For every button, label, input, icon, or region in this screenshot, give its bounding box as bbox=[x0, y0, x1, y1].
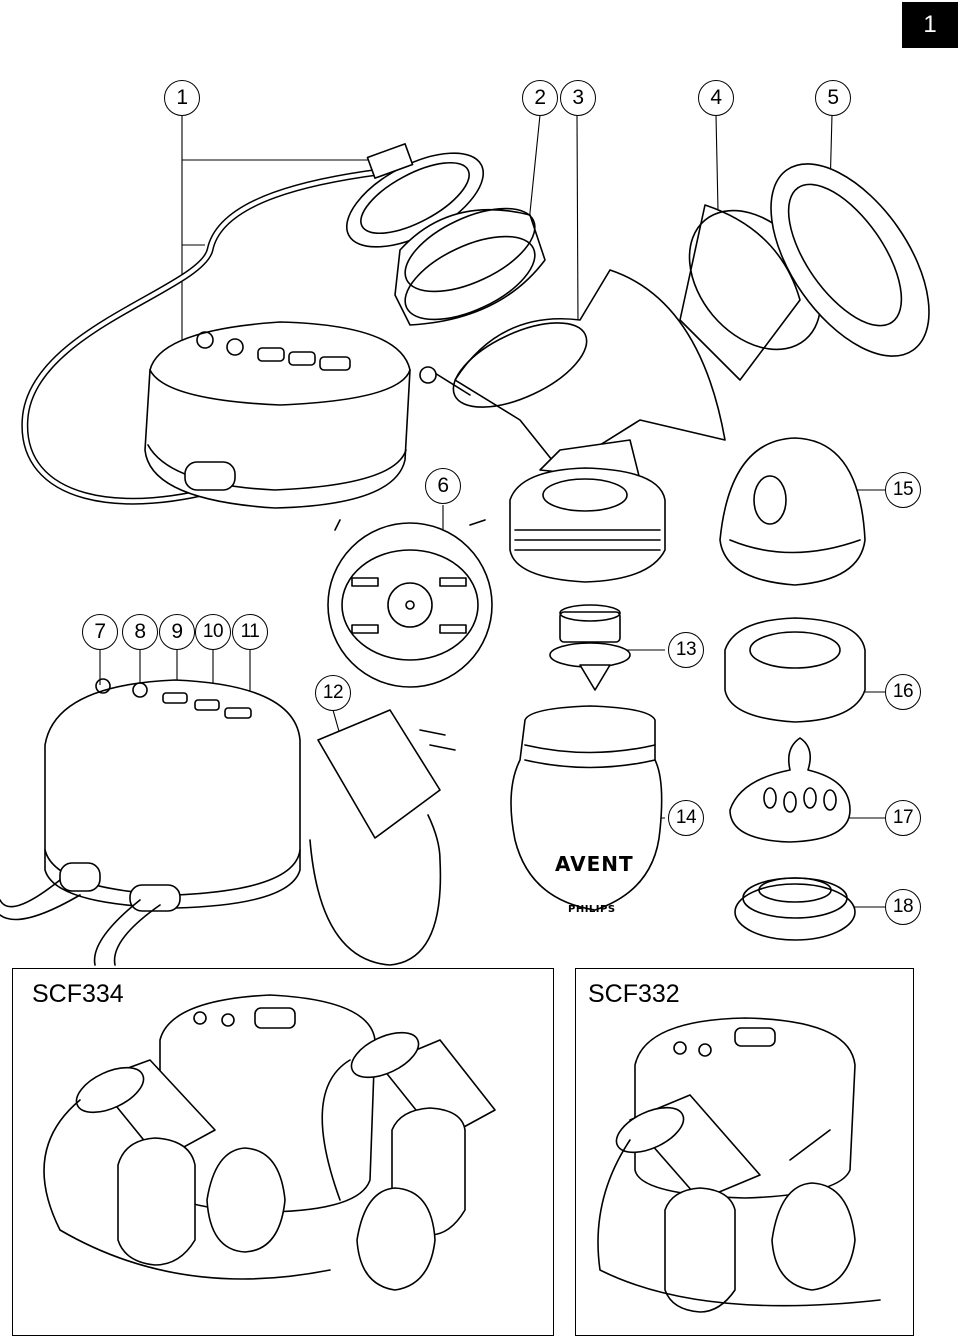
scf334-label: SCF334 bbox=[32, 980, 124, 1008]
massage-cushion bbox=[770, 163, 930, 357]
power-adapter bbox=[309, 709, 456, 966]
callout-15: 15 bbox=[885, 472, 921, 508]
callout-18: 18 bbox=[885, 889, 921, 925]
callout-13: 13 bbox=[668, 632, 704, 668]
callout-1: 1 bbox=[164, 80, 200, 116]
callout-16: 16 bbox=[885, 674, 921, 710]
callout-2: 2 bbox=[522, 80, 558, 116]
membrane-part bbox=[394, 207, 546, 326]
motor-underside-inset bbox=[327, 519, 493, 688]
valve bbox=[549, 604, 631, 691]
scf332-illustration bbox=[597, 1017, 881, 1313]
callout-3: 3 bbox=[560, 80, 596, 116]
callout-6: 6 bbox=[425, 468, 461, 504]
page-number: 1 bbox=[902, 2, 958, 48]
cap-part bbox=[345, 143, 485, 248]
philips-logo: PHILIPS bbox=[568, 904, 616, 915]
scf332-panel bbox=[575, 968, 914, 1336]
scf332-label: SCF332 bbox=[588, 980, 680, 1008]
callout-7: 7 bbox=[82, 614, 118, 650]
motor-unit-top bbox=[144, 321, 411, 509]
callout-14: 14 bbox=[668, 800, 704, 836]
tubing bbox=[21, 166, 399, 505]
sealing-disc bbox=[734, 877, 856, 941]
insert-part bbox=[679, 204, 822, 381]
motor-unit-front bbox=[0, 678, 301, 966]
avent-logo: AVENT bbox=[555, 852, 634, 876]
teat bbox=[729, 737, 851, 843]
callout-5: 5 bbox=[815, 80, 851, 116]
callout-11: 11 bbox=[232, 614, 268, 650]
callout-12: 12 bbox=[315, 675, 351, 711]
callout-17: 17 bbox=[885, 800, 921, 836]
callout-8: 8 bbox=[122, 614, 158, 650]
callout-4: 4 bbox=[698, 80, 734, 116]
callout-9: 9 bbox=[159, 614, 195, 650]
scf334-panel bbox=[12, 968, 554, 1336]
bottle-cover bbox=[719, 437, 866, 586]
feeding-bottle bbox=[510, 705, 663, 911]
bottle-base bbox=[509, 467, 666, 583]
callout-10: 10 bbox=[195, 614, 231, 650]
screw-ring bbox=[724, 617, 866, 723]
scf334-illustration bbox=[43, 994, 496, 1291]
